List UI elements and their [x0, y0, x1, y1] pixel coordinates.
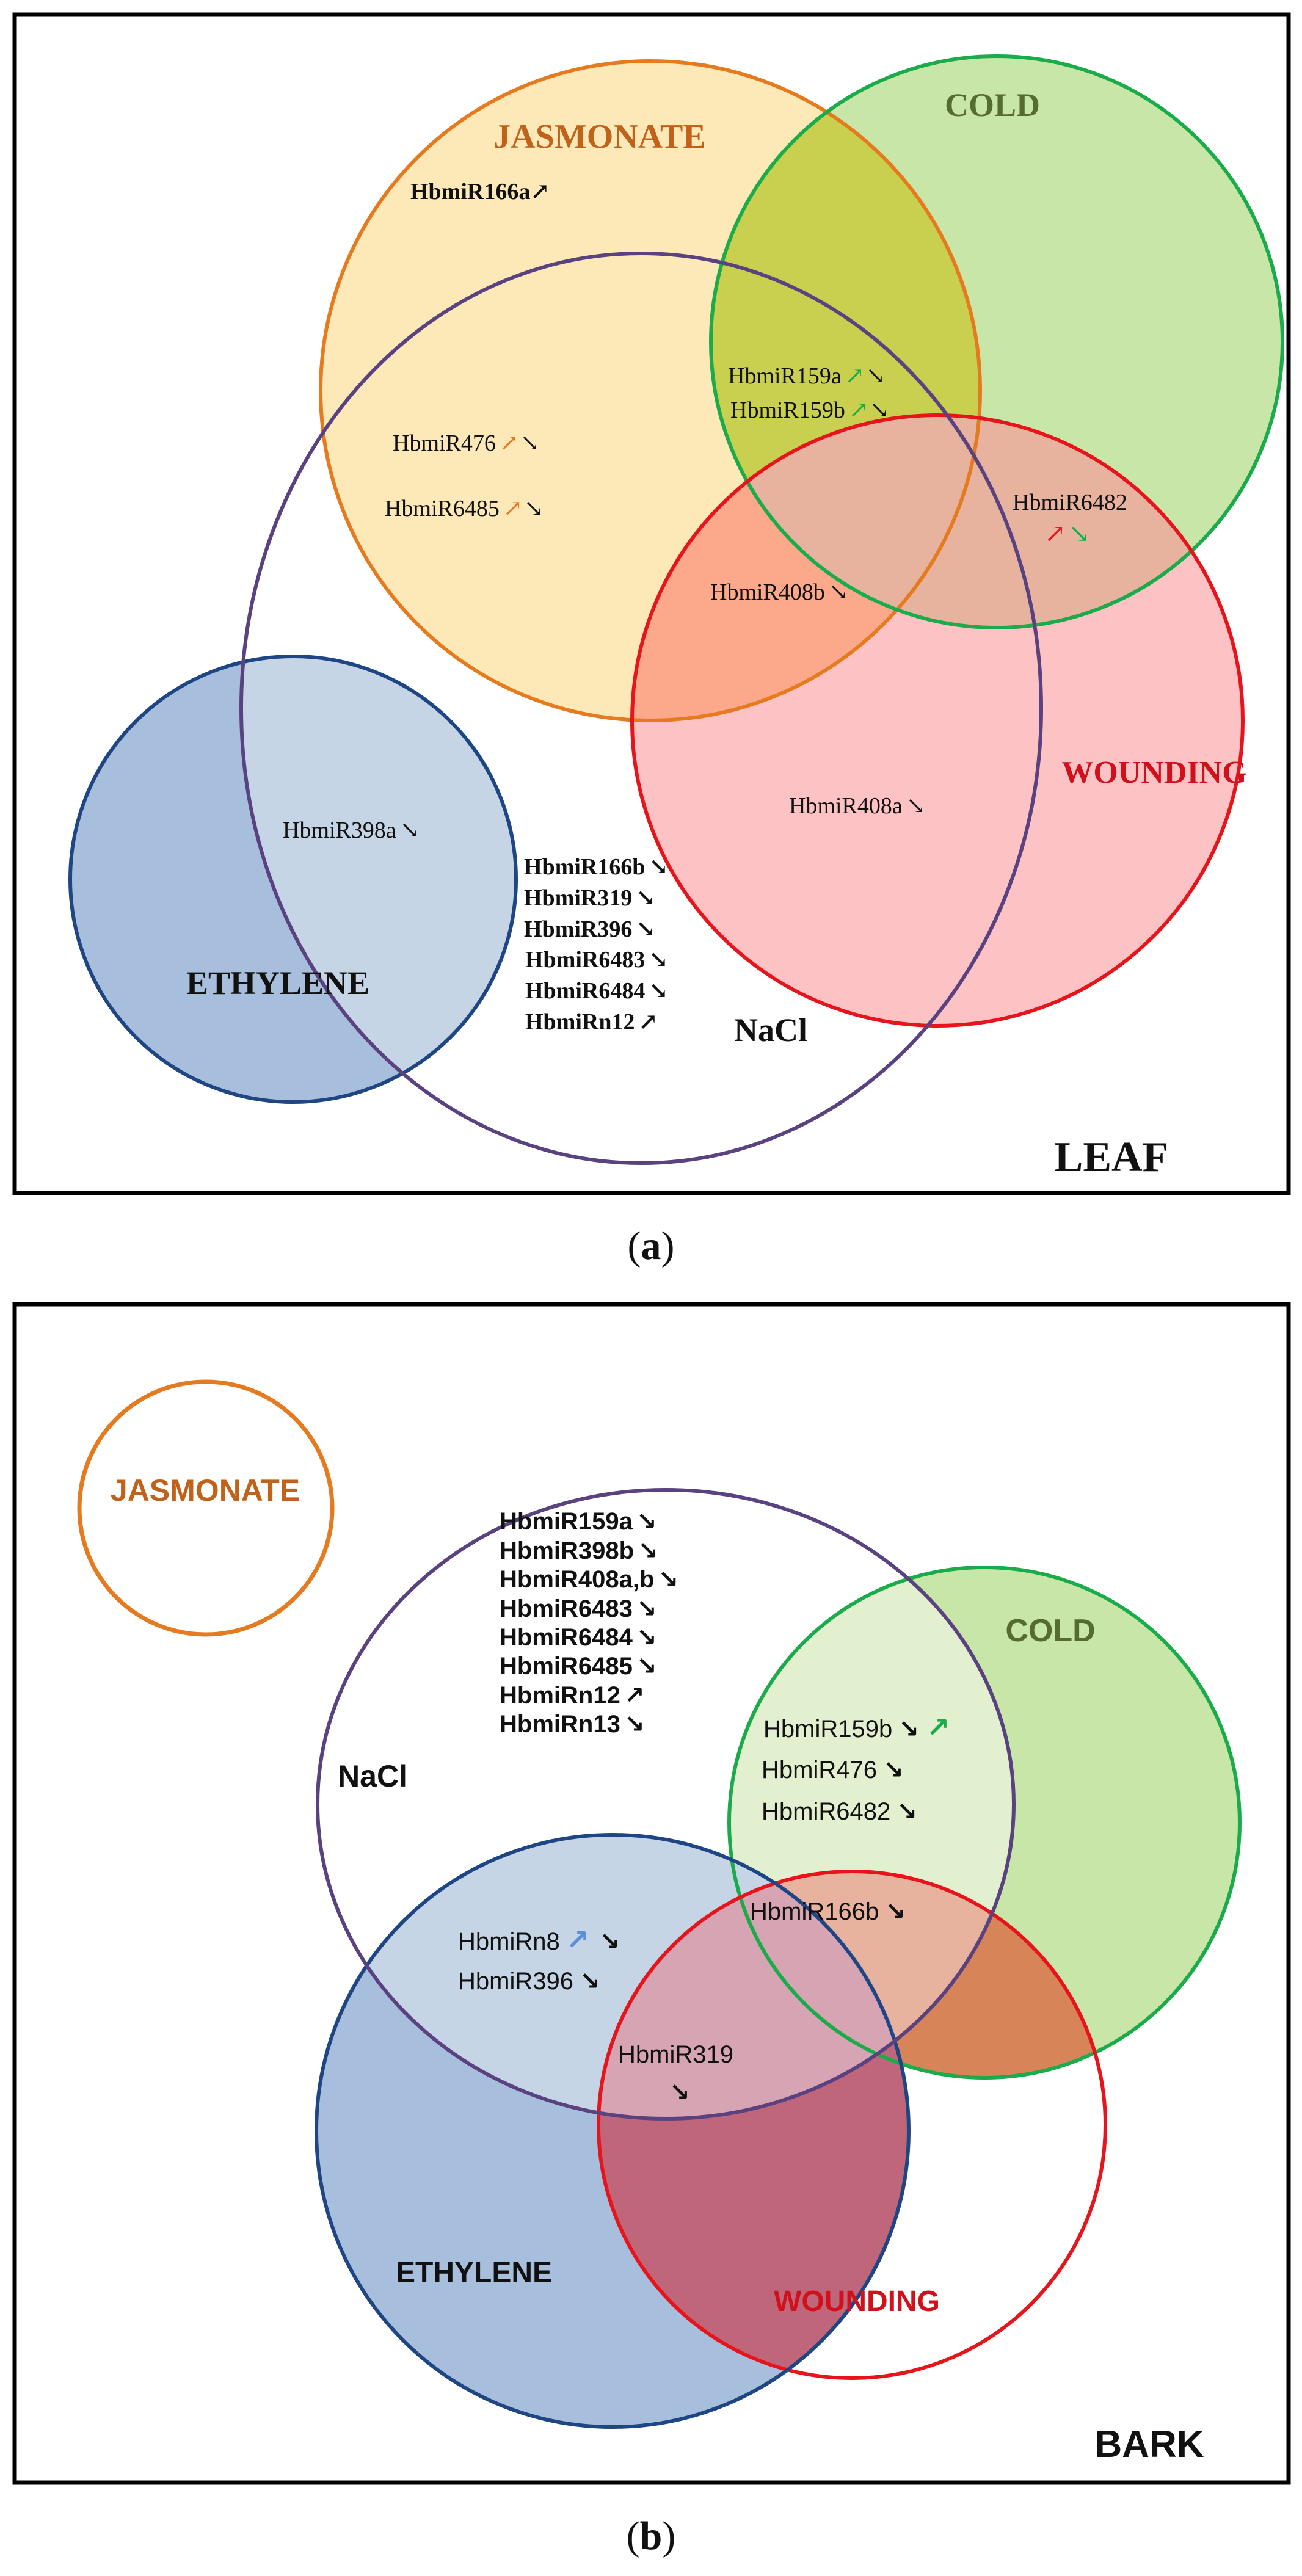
panel-b-ethylene-label: ETHYLENE [396, 2257, 552, 2289]
panel-a-mirna-396: HbmiR396↘ [524, 916, 655, 942]
panel-a-mirna-166b: HbmiR166b↘ [524, 854, 668, 880]
panel-a-ethylene-label: ETHYLENE [186, 965, 369, 1001]
panel-b-jasmonate-circle [77, 1379, 335, 1637]
panel-b-mirna-6482: HbmiR6482↘ [762, 1798, 917, 1825]
panel-a-jasmonate-circle [319, 59, 982, 722]
panel-b-mirna-6483: HbmiR6483↘ [500, 1595, 656, 1622]
panel-a-caption: (a) [628, 1224, 675, 1268]
panel-a-mirna-398a: HbmiR398a↘ [283, 818, 420, 843]
panel-a-tissue-label: LEAF [1055, 1134, 1169, 1181]
panel-b-tissue-label: BARK [1094, 2423, 1204, 2465]
panel-a-mirna-476: HbmiR476↗↘ [393, 430, 540, 456]
panel-a-nacl-only-list: HbmiR166b↘ HbmiR319↘ HbmiR396↘ HbmiR6483… [524, 854, 668, 1035]
panel-a-mirna-159b: HbmiR159b↗↘ [730, 397, 889, 423]
panel-a: JASMONATE COLD WOUNDING ETHYLENE NaCl LE… [12, 12, 1291, 1195]
panel-a-mirna-408b: HbmiR408b↘ [710, 579, 848, 605]
panel-a-eth-nacl-overlap [241, 656, 516, 1102]
panel-b-mirna-159a: HbmiR159a↘ [500, 1508, 656, 1535]
panel-b-mirna-6485: HbmiR6485↘ [500, 1653, 656, 1680]
panel-a-mirna-6482-arrows: ↗↘ [1044, 520, 1089, 548]
panel-a-wounding-circle [630, 413, 1245, 1028]
panel-b-wounding-label: WOUNDING [774, 2285, 940, 2318]
panel-b-mirna-n8: HbmiRn8↗↘ [458, 1924, 620, 1956]
panel-b-wounding-circle [597, 1870, 1107, 2380]
panel-b-mirna-398b: HbmiR398b↘ [500, 1537, 658, 1564]
panel-a-mirna-6485: HbmiR6485↗↘ [385, 496, 544, 521]
panel-b-mirna-n12: HbmiRn12↗ [500, 1682, 644, 1709]
panel-b-mirna-396: HbmiR396↘ [458, 1968, 600, 1995]
panel-b-mirna-319: HbmiR319 [618, 2041, 733, 2068]
panel-a-cold-label: COLD [945, 87, 1040, 123]
panel-b-mirna-166b: HbmiR166b↘ [750, 1898, 906, 1925]
panel-b: JASMONATE COLD WOUNDING ETHYLENE NaCl BA… [12, 1302, 1291, 2485]
panel-a-jasmonate-label: JASMONATE [493, 118, 705, 156]
panel-a-mirna-6482: HbmiR6482 [1013, 490, 1127, 515]
panel-b-ethylene-circle [315, 1833, 911, 2429]
panel-b-mirna-6484: HbmiR6484↘ [500, 1624, 656, 1651]
panel-a-mirna-6484: HbmiR6484↘ [525, 978, 668, 1004]
panel-a-mirna-6483: HbmiR6483↘ [525, 947, 668, 973]
panel-b-mirna-319-arrow: ↘ [669, 2079, 690, 2106]
panel-b-mirna-n13: HbmiRn13↘ [500, 1711, 644, 1738]
panel-b-nacl-ellipse [316, 1488, 1016, 2121]
panel-a-mirna-159a: HbmiR159a↗↘ [728, 363, 885, 389]
panel-b-wound-eth-nacl-overlap [598, 1871, 909, 2119]
panel-a-wounding-label: WOUNDING [1061, 755, 1246, 790]
panel-b-mirna-476: HbmiR476↘ [762, 1757, 903, 1783]
panel-b-nacl-only-list: HbmiR159a↘ HbmiR398b↘ HbmiR408a,b↘ HbmiR… [500, 1508, 678, 1738]
panel-b-jasmonate-label: JASMONATE [111, 1473, 300, 1508]
panel-b-nacl-cold-list: HbmiR159b↘↗ HbmiR476↘ HbmiR6482↘ [762, 1711, 950, 1825]
panel-b-caption: (b) [627, 2514, 676, 2558]
panel-b-cold-label: COLD [1005, 1613, 1095, 1649]
panel-a-mirna-166a: HbmiR166a↗ [410, 179, 550, 205]
panel-b-cold-circle [727, 1566, 1242, 2080]
panel-a-nacl-ellipse [239, 252, 1043, 1165]
panel-a-ethylene-circle [68, 655, 518, 1104]
panel-a-cold-circle [709, 54, 1284, 629]
panel-a-nacl-label: NaCl [734, 1012, 807, 1048]
panel-a-mirna-319: HbmiR319↘ [524, 885, 655, 911]
panel-b-mirna-408ab: HbmiR408a,b↘ [500, 1566, 678, 1593]
panel-b-mirna-159b: HbmiR159b↘↗ [763, 1711, 950, 1743]
panel-a-mirna-408a: HbmiR408a↘ [789, 793, 926, 819]
panel-b-nacl-label: NaCl [338, 1759, 407, 1793]
panel-a-mirna-n12: HbmiRn12↗ [525, 1009, 658, 1035]
